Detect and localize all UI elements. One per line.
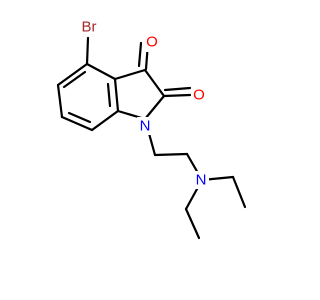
bond-ch2-ch2 xyxy=(153,152,189,157)
bond-c2-n1 xyxy=(143,94,166,121)
bond-set xyxy=(56,36,247,240)
label-background-o-right xyxy=(191,86,207,104)
bond-c3a-c4 xyxy=(85,62,117,81)
nitrogen-amine-label: N xyxy=(196,172,207,189)
oxygen-top-label: O xyxy=(146,34,158,51)
bromine-label: Br xyxy=(82,19,97,36)
oxygen-right-label: O xyxy=(193,87,205,104)
bond-c6-c7 xyxy=(60,115,94,132)
bond-inner-c6-c7 xyxy=(67,111,92,124)
label-background-n-ring xyxy=(137,117,153,135)
bond-c7-c7a xyxy=(90,109,120,132)
bond-ethyl-right-2 xyxy=(231,175,247,209)
label-background-n-amine xyxy=(193,171,209,189)
label-background-br xyxy=(76,18,102,36)
bond-c2-o-right-a xyxy=(162,93,192,98)
bond-ethyl-left-2 xyxy=(184,207,201,240)
bond-c3-c2 xyxy=(143,68,166,98)
bond-c3-o-top-b xyxy=(137,41,143,68)
bond-c7a-c3a xyxy=(113,77,120,113)
bond-c5-c6 xyxy=(56,83,64,119)
bond-c4-c5 xyxy=(56,62,89,87)
bond-c2-o-right-b xyxy=(163,86,192,92)
bond-c3a-c3 xyxy=(113,68,147,81)
bond-inner-c7a-c3a xyxy=(106,82,112,108)
bond-inner-c4-c5 xyxy=(62,70,87,89)
label-background-o-top xyxy=(144,34,160,52)
nitrogen-ring-label: N xyxy=(140,118,151,135)
molecule-structure-diagram: Br O O N N xyxy=(56,18,247,240)
bond-c4-br xyxy=(85,36,90,66)
atom-labels: Br O O N N xyxy=(76,18,209,189)
